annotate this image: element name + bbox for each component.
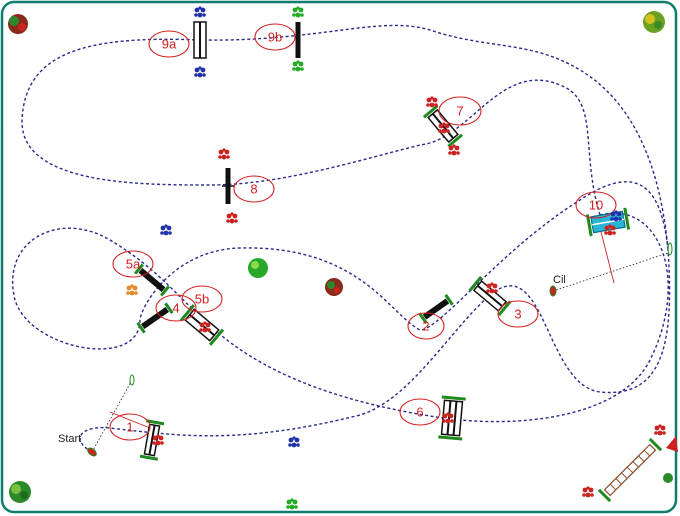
arrow-icon [666,436,678,452]
obstacle-8 [222,168,234,204]
tree-icon [9,481,31,503]
tree-icon [663,473,673,483]
tree-icon [8,14,28,34]
tree-icon [325,278,343,296]
svg-text:5b: 5b [195,292,209,307]
svg-text:2: 2 [422,319,429,334]
label-4: 4 [155,294,197,322]
svg-text:6: 6 [416,405,423,420]
svg-text:5a: 5a [126,257,141,272]
label-5a: 5a [112,250,154,278]
label-1: 1 [109,413,151,441]
svg-text:9b: 9b [268,30,282,45]
finish-pole [667,242,673,256]
obstacle-2 [418,294,454,324]
start-pole [129,374,135,386]
svg-text:9a: 9a [162,37,177,52]
svg-text:3: 3 [514,307,521,322]
ladder-obstacle [597,437,663,503]
label-10: 10 [575,191,617,219]
label-6: 6 [399,398,441,426]
label-2: 2 [407,312,445,340]
obstacle-9a [193,21,207,59]
finish-cone [549,285,557,297]
svg-text:4: 4 [172,301,179,316]
label-3: 3 [497,300,539,328]
obstacle-9b [295,22,301,58]
tree-icon [643,11,665,33]
svg-text:8: 8 [250,182,257,197]
svg-text:10: 10 [589,198,603,213]
label-7: 7 [438,96,482,126]
obstacle-4 [136,302,174,334]
route-path-upper [21,24,669,251]
start-cone [87,447,97,457]
svg-text:1: 1 [126,420,133,435]
label-9b: 9b [254,23,296,51]
route-path [12,181,671,453]
label-8: 8 [233,175,275,203]
start-marker-line [109,411,151,429]
label-9a: 9a [148,30,190,58]
tree-icon [248,258,268,278]
svg-text:7: 7 [456,104,463,119]
finish-line [552,252,669,292]
finish-label: Cil [553,274,566,286]
label-5b: 5b [181,285,223,313]
start-label: Start [58,433,81,445]
